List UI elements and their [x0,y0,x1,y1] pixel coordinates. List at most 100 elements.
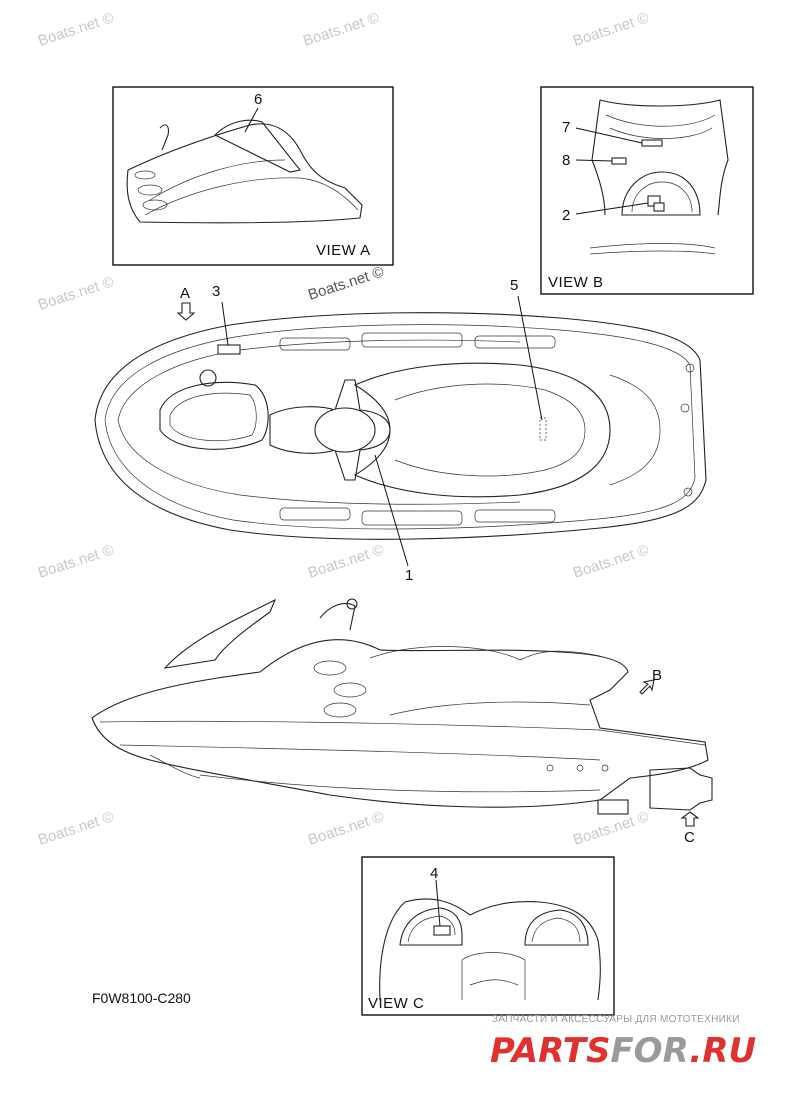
arrow-c-icon [680,811,700,827]
view-a-hull [126,123,363,224]
top-view: A 3 5 1 Boats.net © [94,263,707,584]
watermark: Boats.net © [36,273,116,313]
diagram-code: F0W8100-C280 [92,990,191,1006]
side-view-keel [199,774,601,793]
side-view-vent [333,682,367,698]
view-a-inset: 6 VIEW A [112,86,394,266]
side-view-bolt [576,764,584,772]
top-view-rear-deck [609,374,661,486]
top-view-side-panel [279,337,351,351]
side-view-windscreen [163,598,277,669]
side-view-bolt [601,764,609,772]
view-b-seat-line [605,114,716,127]
callout-8-leader [575,159,613,162]
arrow-c-label: C [684,829,695,846]
view-a-vent [137,184,163,196]
view-c-label-4 [433,925,451,936]
watermark: Boats.net © [306,263,386,303]
view-b-label: VIEW B [548,274,604,291]
callout-2-leader [575,202,649,215]
view-c-frame [361,856,615,1016]
top-view-fuel-cap [199,369,217,387]
arrow-b-icon [639,679,655,695]
side-view-gunwale [99,720,706,746]
top-view-cleat [680,403,690,413]
view-c-left-step-inner [407,915,456,943]
callout-4: 4 [430,865,438,882]
view-b-inset: 7 8 2 VIEW B [540,86,754,295]
arrow-b-label: B [652,667,662,684]
watermark: Boats.net © [301,9,381,49]
top-view-seat-inner [394,383,586,477]
side-view-bolt [546,764,554,772]
watermark: Boats.net © [36,541,116,581]
top-view-hull [94,312,707,540]
callout-2: 2 [562,207,570,224]
top-view-cleat [683,487,693,497]
view-a-label: VIEW A [316,242,371,259]
callout-5: 5 [510,277,518,294]
callout-5-leader [517,295,543,421]
top-view-deck-line [117,419,521,505]
callout-7: 7 [562,119,570,136]
view-c-label: VIEW C [368,995,424,1012]
side-view-vent [323,702,357,718]
arrow-a-label: A [180,285,190,302]
side-view-label-4 [597,799,629,815]
watermark: Boats.net © [306,541,386,581]
view-b-label-8 [611,157,627,165]
side-view-seat [369,646,601,661]
top-view-side-panel [361,332,463,348]
side-view-mirror-cap [346,598,358,610]
view-b-seat-outline [599,99,729,216]
watermark: Boats.net © [36,808,116,848]
top-view-cleat [685,363,695,373]
side-view-hull [91,639,709,808]
callout-7-leader [575,127,643,144]
view-c-left-step [399,907,463,946]
top-view-hood [159,381,269,450]
side-view-vent [313,660,347,676]
view-c-center-channel [461,952,526,1000]
top-view-side-panel [361,510,463,526]
callout-3-leader [221,301,229,346]
callout-3: 3 [212,283,220,300]
top-view-hood-inner [169,392,257,442]
watermark: Boats.net © [306,808,386,848]
top-view-steering-hub [314,407,376,453]
view-c-stern-outline [379,898,601,1001]
top-view-deck-line [117,339,521,421]
side-view-intake [149,754,201,779]
top-view-side-panel [474,335,556,349]
view-b-rail [589,243,716,249]
view-b-step [621,171,701,216]
top-view-side-panel [474,509,556,523]
view-b-step-inner [631,181,693,213]
view-b-rail [589,250,716,255]
brand-logo-text: PARTSFOR.RU [490,1031,756,1071]
callout-1: 1 [405,567,413,584]
view-b-seat-line [609,127,713,139]
side-view-mirror [319,602,356,631]
side-view-footwell [389,701,591,716]
view-a-vent [142,199,168,211]
callout-1-leader [374,454,409,567]
view-a-vent [134,170,156,180]
brand-logo: ЗАПЧАСТИ И АКСЕССУАРЫ ДЛЯ МОТОТЕХНИКИ PA… [490,1014,756,1071]
view-c-inset: 4 VIEW C [361,856,615,1016]
view-b-label-2b [653,202,665,212]
view-a-deck-line [149,159,286,201]
side-view-chine [119,744,601,761]
view-b-frame [540,86,754,295]
view-b-label-7 [641,139,663,147]
view-a-deck-line [144,177,359,216]
watermark: Boats.net © [571,541,651,581]
watermark: Boats.net © [36,9,116,49]
brand-tagline: ЗАПЧАСТИ И АКСЕССУАРЫ ДЛЯ МОТОТЕХНИКИ [492,1014,740,1025]
view-c-right-step [524,909,589,946]
callout-4-leader [435,879,441,927]
top-view-label-3 [217,344,241,355]
view-a-mirror [159,124,169,151]
arrow-a-icon [176,302,196,321]
